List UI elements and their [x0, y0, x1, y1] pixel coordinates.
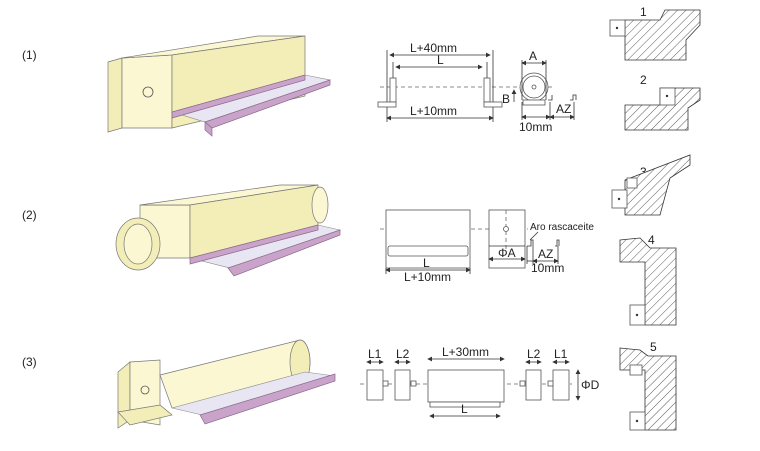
dim-l2-right: L2 — [527, 347, 541, 361]
mounting-variant-5: 5 — [619, 340, 677, 431]
dim-b: B — [502, 92, 510, 106]
mounting-number-2: 2 — [640, 73, 647, 87]
dim-l2-left: L2 — [396, 347, 410, 361]
dimension-drawing-2: L L+10mm ΦA Aro rascaceite AZ 10mm — [380, 209, 594, 284]
dim-phi-a: ΦA — [498, 246, 516, 260]
dim-az-2: AZ — [538, 247, 553, 261]
mounting-number-3: 3 — [640, 165, 647, 179]
mounting-variant-1: 1 — [609, 5, 701, 61]
row-label-1: (1) — [22, 48, 37, 62]
dim-10mm-2: 10mm — [531, 261, 564, 275]
mounting-variant-4: 4 — [619, 233, 677, 326]
dim-10mm: 10mm — [519, 120, 552, 134]
dim-l-3: L — [461, 402, 468, 416]
mounting-variant-2: 2 — [624, 73, 701, 131]
illustration-box-wiper-1 — [107, 35, 332, 137]
illustration-open-roller-3 — [117, 339, 336, 429]
dim-l-plus-30mm: L+30mm — [442, 345, 489, 359]
mounting-number-1: 1 — [640, 5, 647, 19]
dim-l-plus-10mm: L+10mm — [410, 104, 457, 118]
dim-az: AZ — [556, 102, 571, 116]
dimension-drawing-1: L+40mm L L+10mm A B AZ 10mm — [377, 41, 577, 134]
row-label-3: (3) — [22, 355, 37, 369]
label-aro-rascaceite: Aro rascaceite — [530, 222, 594, 233]
dim-l1-left: L1 — [368, 347, 382, 361]
dimension-drawing-3: L1 L2 L+30mm L2 L1 ΦD L — [360, 345, 600, 419]
mounting-number-5: 5 — [650, 340, 657, 354]
mounting-variant-3: 3 — [611, 154, 691, 216]
mounting-number-4: 4 — [648, 233, 655, 247]
dim-l: L — [437, 53, 444, 67]
roller-end-icon — [142, 86, 154, 98]
illustration-box-wiper-2 — [115, 184, 342, 277]
dim-l-plus-40mm: L+40mm — [410, 41, 457, 55]
dim-a: A — [529, 49, 537, 63]
dim-phi-d: ΦD — [581, 378, 600, 392]
dim-l-plus-10mm-2: L+10mm — [404, 270, 451, 284]
dim-l-2: L — [423, 256, 430, 270]
dim-l1-right: L1 — [554, 347, 568, 361]
row-label-2: (2) — [22, 208, 37, 222]
